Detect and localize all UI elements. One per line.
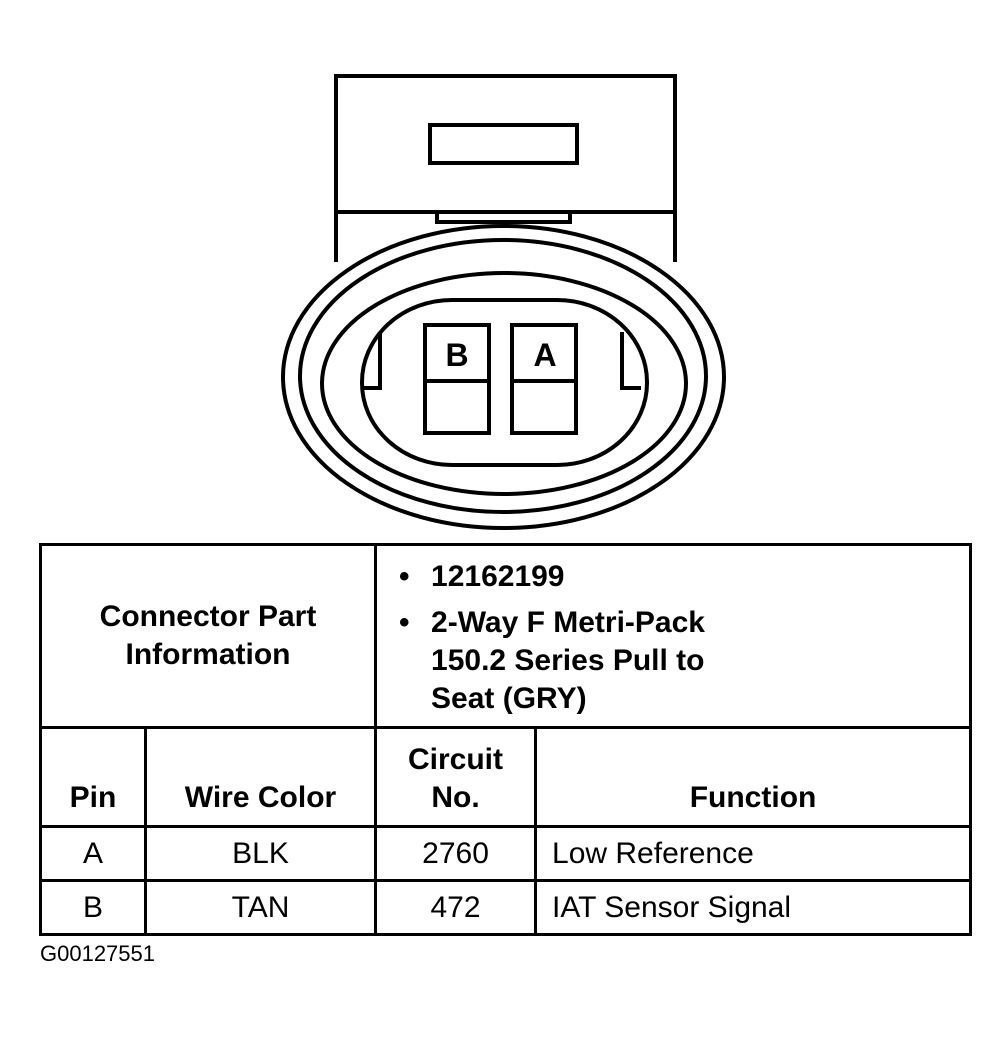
part-info-row: Connector Part Information 12162199 2-Wa… xyxy=(38,543,973,729)
table-row: B TAN 472 IAT Sensor Signal xyxy=(39,879,973,936)
locking-tab xyxy=(435,210,572,224)
header-row: Pin Wire Color Circuit No. Function xyxy=(39,726,973,828)
part-info-list: 12162199 2-Way F Metri-Pack 150.2 Series… xyxy=(374,543,973,729)
pin-cell: A xyxy=(39,825,147,882)
wire-color-cell: TAN xyxy=(143,879,378,936)
latch-slot xyxy=(428,123,579,165)
table-row: A BLK 2760 Low Reference xyxy=(39,825,973,882)
part-info-label-line1: Connector Part xyxy=(99,600,317,633)
connector-housing xyxy=(334,74,677,262)
function-cell: Low Reference xyxy=(534,825,973,882)
connector-info-table: Connector Part Information 12162199 2-Wa… xyxy=(38,543,973,936)
pin-b-label: B xyxy=(445,337,468,373)
figure-id: G00127551 xyxy=(40,941,155,966)
part-description-item: 2-Way F Metri-Pack 150.2 Series Pull to … xyxy=(399,604,969,718)
left-key xyxy=(363,332,382,390)
circuit-header: Circuit No. xyxy=(374,726,538,828)
wire-color-cell: BLK xyxy=(143,825,378,882)
inner-seal-ring xyxy=(320,271,688,496)
middle-seal-ring xyxy=(298,238,708,514)
part-number-item: 12162199 xyxy=(399,558,969,596)
outer-seal-ring xyxy=(281,224,726,530)
function-header: Function xyxy=(534,726,973,828)
pin-header: Pin xyxy=(39,726,147,828)
part-info-label: Connector Part Information xyxy=(38,543,378,729)
wire-color-header: Wire Color xyxy=(143,726,378,828)
pin-a-label: A xyxy=(533,337,556,373)
connector-face-drawing: B A xyxy=(281,74,726,530)
function-cell: IAT Sensor Signal xyxy=(534,879,973,936)
terminal-cavity xyxy=(360,298,649,467)
circuit-cell: 2760 xyxy=(374,825,538,882)
pin-cell: B xyxy=(39,879,147,936)
circuit-cell: 472 xyxy=(374,879,538,936)
part-info-label-line2: Information xyxy=(125,638,291,671)
right-key xyxy=(620,332,641,390)
